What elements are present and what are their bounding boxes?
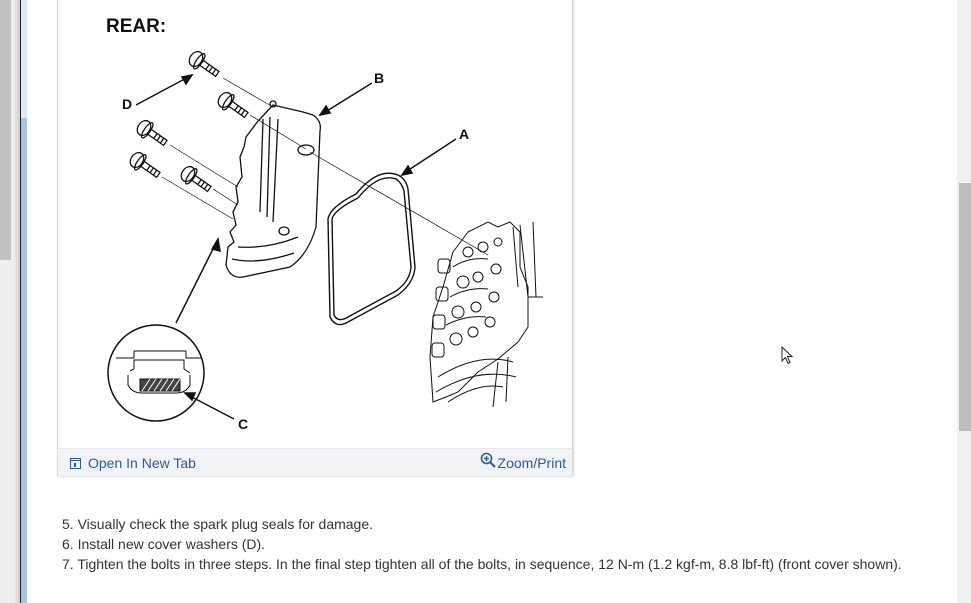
step-7: 7. Tighten the bolts in three steps. In … [62,556,902,572]
background-window [0,0,20,603]
open-in-new-tab-label: Open In New Tab [88,455,196,471]
open-in-new-tab-link[interactable]: Open In New Tab [70,455,196,471]
callout-b: B [374,70,384,86]
step-6: 6. Install new cover washers (D). [62,536,266,552]
document-page: REAR: [27,0,957,603]
spark-plug-seal-detail [107,324,205,422]
window-border [20,0,21,603]
step-5: 5. Visually check the spark plug seals f… [62,516,374,532]
zoom-print-link[interactable]: Zoom/Print [480,452,566,471]
window-frame-left [21,0,27,603]
bolt-group [129,50,249,193]
diagram-heading: REAR: [106,16,166,37]
background-scrollbar-thumb [0,0,11,260]
window-shadow [14,0,20,603]
head-cover-gasket [327,172,416,326]
cylinder-head-cover-diagram: REAR: [106,16,543,432]
zoom-in-icon [480,452,496,468]
engine-head [429,221,543,408]
scrollbar-thumb[interactable] [959,183,971,431]
zoom-print-label: Zoom/Print [497,455,566,471]
vertical-scrollbar[interactable] [957,0,971,603]
head-cover [225,100,321,278]
callout-lines [135,73,457,420]
figure-panel: REAR: [57,0,573,476]
procedure-steps: 5. Visually check the spark plug seals f… [62,514,902,574]
callout-d: D [122,96,132,112]
open-new-tab-icon [70,457,81,469]
callout-c: C [238,416,248,432]
mouse-cursor-icon [781,346,794,365]
figure-footer: Open In New Tab Zoom/Print [58,448,572,476]
callout-a: A [459,126,469,142]
